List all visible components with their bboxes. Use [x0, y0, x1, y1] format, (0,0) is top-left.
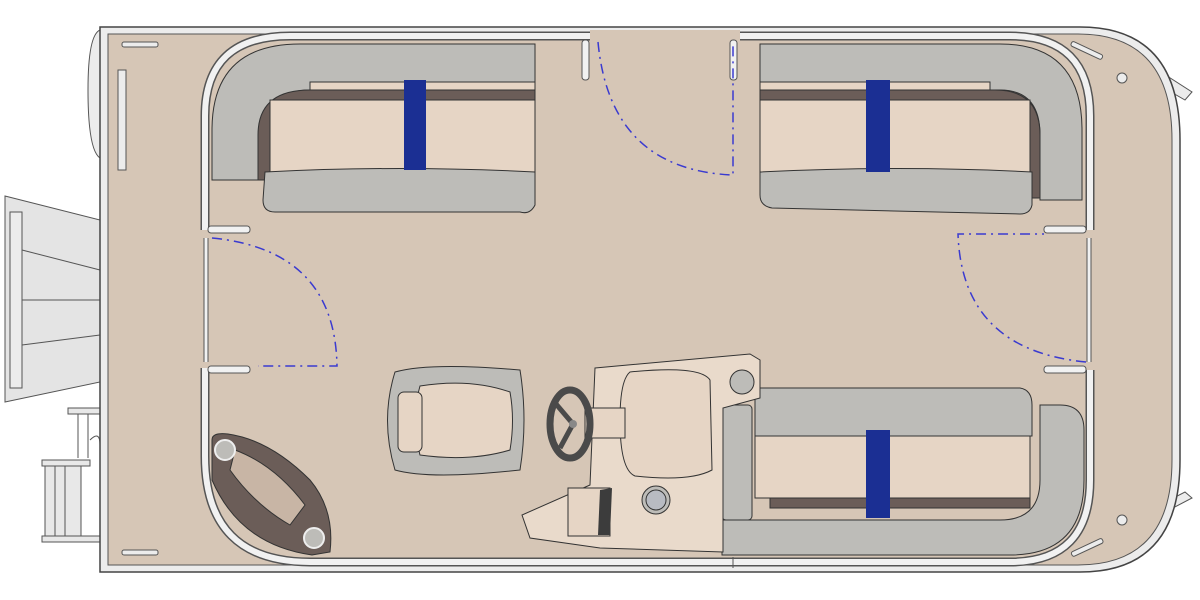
door-swings [211, 41, 1087, 367]
lounge-seat-starboard [721, 387, 1085, 556]
corner-table [211, 433, 332, 556]
lounge-seat-front [759, 43, 1083, 215]
cleats [121, 41, 1128, 557]
helm-seat [387, 365, 525, 476]
gate-openings [200, 30, 1096, 374]
boarding-ladder [41, 407, 129, 543]
helm-console [521, 353, 761, 553]
rear-rail [117, 69, 127, 171]
boarding-ramp [4, 195, 101, 403]
lounge-seat-rear [211, 43, 536, 214]
steering-wheel-icon [546, 386, 594, 462]
